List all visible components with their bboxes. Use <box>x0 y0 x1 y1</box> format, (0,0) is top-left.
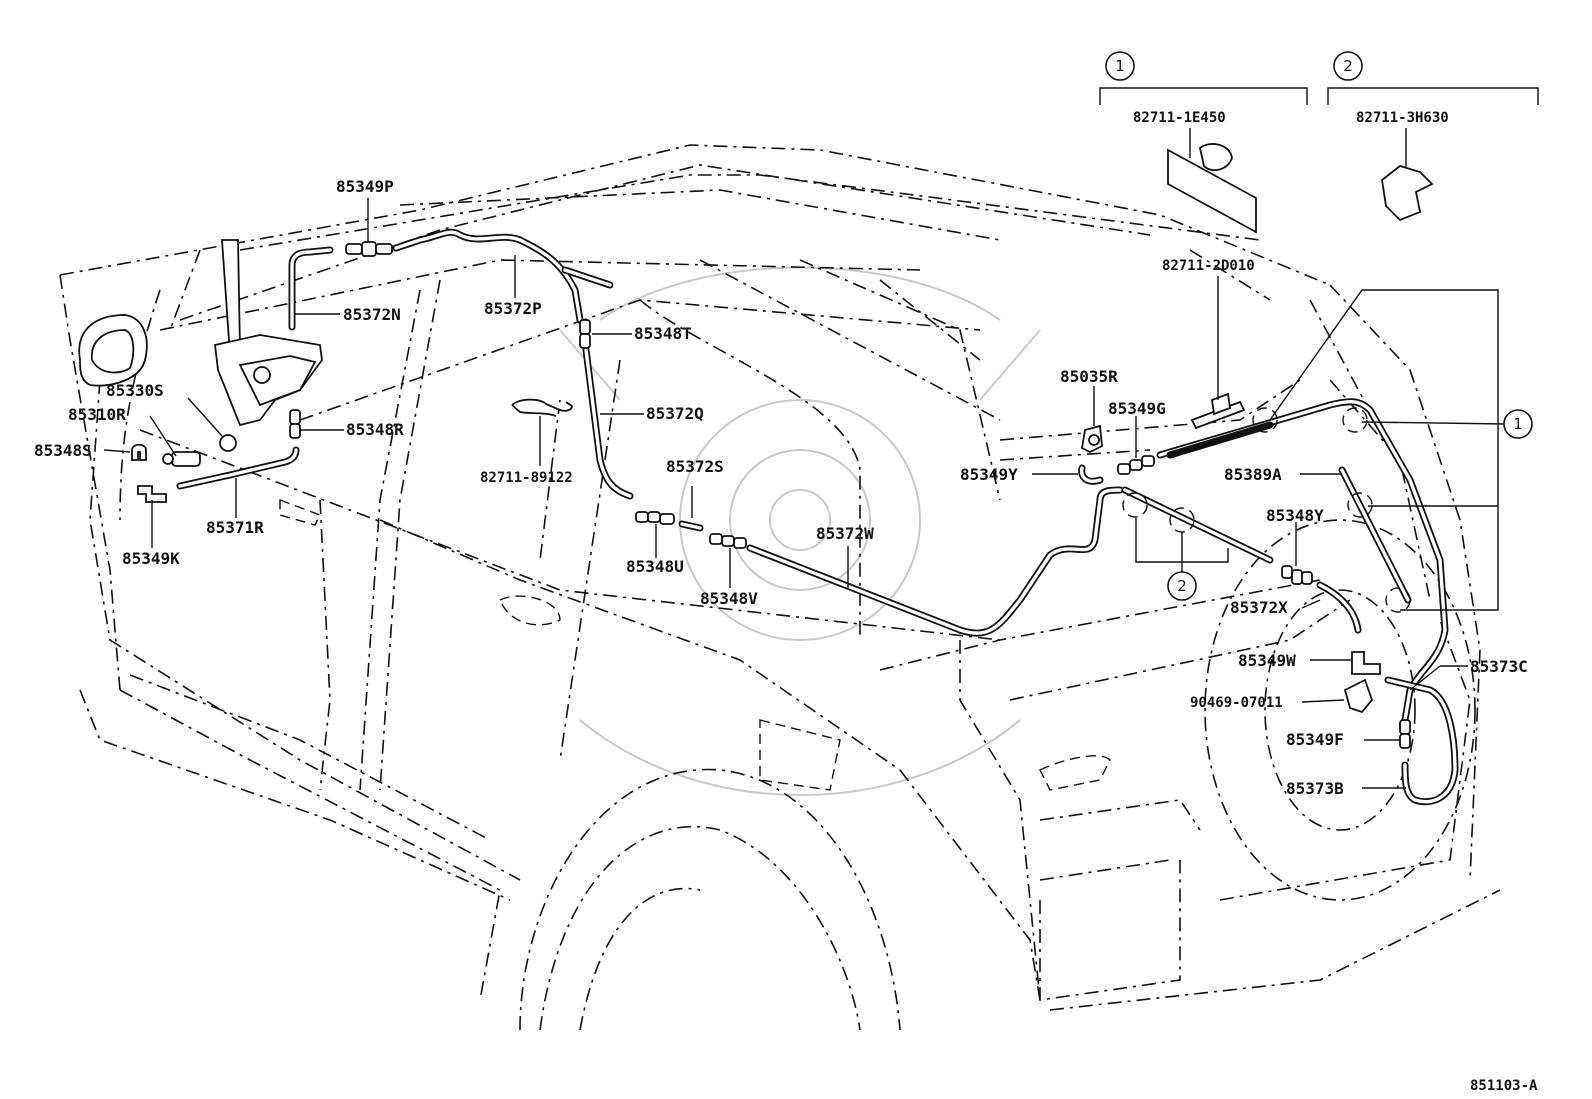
label-85348V: 85348V <box>700 589 758 608</box>
group-2-header: 2 82711-3H630 <box>1327 51 1539 222</box>
detail-markers <box>1122 407 1411 613</box>
label-85373B: 85373B <box>1286 779 1344 798</box>
label-85348Y: 85348Y <box>1266 506 1324 525</box>
callout-1-marker: 1 <box>1503 409 1533 439</box>
washer-tank <box>214 239 323 427</box>
label-85372N: 85372N <box>343 305 401 324</box>
label-82711-2D010: 82711-2D010 <box>1162 258 1255 274</box>
label-85372X: 85372X <box>1230 598 1288 617</box>
group-1-part-label: 82711-1E450 <box>1133 110 1226 126</box>
part-labels: 85349P 85372N 85372P 85348T 85330S 85310… <box>34 177 1528 798</box>
label-85349F: 85349F <box>1286 730 1344 749</box>
figure-code: 851103-A <box>1470 1078 1538 1094</box>
label-90469-07011: 90469-07011 <box>1190 695 1283 711</box>
svg-text:1: 1 <box>1513 415 1523 433</box>
label-85348S: 85348S <box>34 441 92 460</box>
label-85348T: 85348T <box>634 324 692 343</box>
label-85310R: 85310R <box>68 405 126 424</box>
label-85349P: 85349P <box>336 177 394 196</box>
label-85348R: 85348R <box>346 420 404 439</box>
label-85349W: 85349W <box>1238 651 1296 670</box>
svg-text:2: 2 <box>1177 577 1187 595</box>
label-85349K: 85349K <box>122 549 180 568</box>
hose-lines <box>176 228 1459 806</box>
callout-2-marker: 2 <box>1167 571 1197 601</box>
label-85349G: 85349G <box>1108 399 1166 418</box>
connectors <box>131 241 1411 749</box>
label-82711-89122: 82711-89122 <box>480 470 573 486</box>
label-85372Q: 85372Q <box>646 404 704 423</box>
group-1-number: 1 <box>1115 57 1125 75</box>
label-85373C: 85373C <box>1470 657 1528 676</box>
label-85035R: 85035R <box>1060 367 1118 386</box>
label-85349Y: 85349Y <box>960 465 1018 484</box>
label-85372S: 85372S <box>666 457 724 476</box>
label-85372W: 85372W <box>816 524 874 543</box>
label-85348U: 85348U <box>626 557 684 576</box>
label-85330S: 85330S <box>106 381 164 400</box>
group-2-part-label: 82711-3H630 <box>1356 110 1449 126</box>
watermark-emblem <box>559 266 1041 796</box>
group-2-number: 2 <box>1343 57 1353 75</box>
group-1-header: 1 82711-1E450 <box>1099 51 1308 234</box>
leader-lines <box>103 198 1507 789</box>
label-85372P: 85372P <box>484 299 542 318</box>
label-85389A: 85389A <box>1224 465 1282 484</box>
label-85371R: 85371R <box>206 518 264 537</box>
